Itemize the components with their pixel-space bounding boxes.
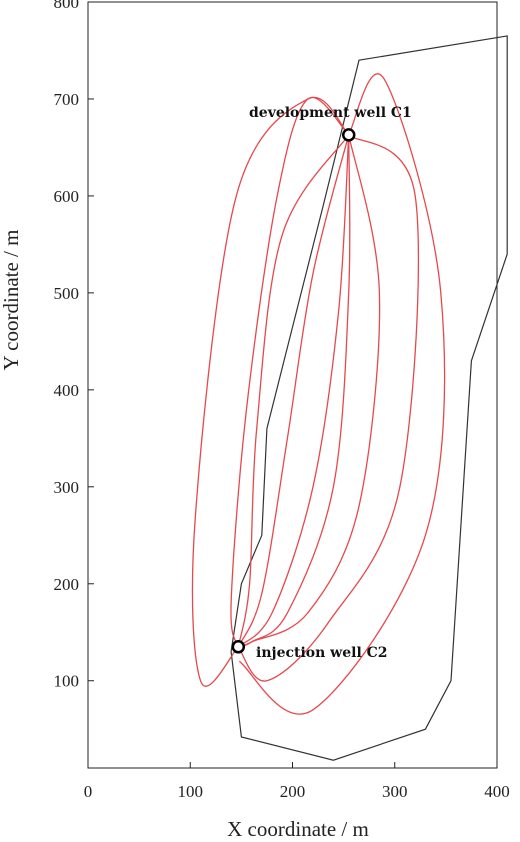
x-tick-label: 100: [178, 782, 204, 801]
streamline-3: [237, 134, 350, 648]
y-tick-label: 500: [54, 284, 80, 303]
y-tick-label: 600: [54, 187, 80, 206]
streamline-2: [237, 134, 350, 647]
ticks: 0 100 200 300 400 100 200 300 400 500 600 700 800: [54, 0, 510, 801]
streamline-8: [238, 73, 446, 715]
y-tick-label: 100: [54, 672, 80, 691]
wells: [231, 128, 356, 654]
streamline-4: [237, 134, 350, 648]
injection-well-marker: [231, 640, 246, 654]
streamline-9: [191, 96, 350, 687]
y-tick-label: 800: [54, 0, 80, 12]
reservoir-boundary: [230, 35, 508, 761]
development-well-marker: [341, 128, 356, 142]
injection-well-label: injection well C2: [256, 645, 388, 661]
streamline-6: [238, 134, 381, 648]
streamlines: [191, 73, 446, 715]
y-tick-label: 400: [54, 381, 80, 400]
x-axis-label: X coordinate / m: [227, 817, 369, 841]
y-tick-label: 200: [54, 575, 80, 594]
y-axis-label: Y coordinate / m: [0, 230, 23, 371]
x-tick-label: 200: [280, 782, 306, 801]
x-tick-label: 0: [84, 782, 93, 801]
streamline-1: [230, 96, 350, 647]
x-tick-label: 400: [484, 782, 510, 801]
y-tick-label: 300: [54, 478, 80, 497]
x-tick-label: 300: [382, 782, 408, 801]
development-well-label: development well C1: [249, 105, 412, 121]
streamline-7: [237, 134, 420, 682]
y-tick-label: 700: [54, 90, 80, 109]
